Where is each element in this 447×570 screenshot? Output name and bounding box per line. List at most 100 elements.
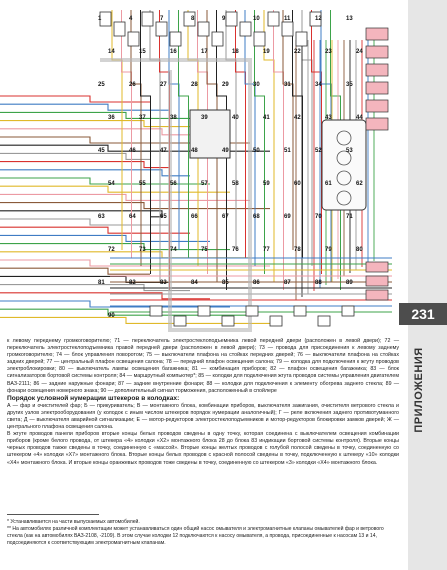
component-number: 42 <box>294 115 301 121</box>
component-number: 7 <box>160 16 164 22</box>
component-number: 85 <box>222 280 229 286</box>
component-number: 82 <box>129 280 136 286</box>
wire <box>130 10 142 266</box>
component-number: 86 <box>253 280 260 286</box>
wire <box>0 120 210 128</box>
connector-block <box>197 21 210 37</box>
component-number: 59 <box>263 181 270 187</box>
component-number: 66 <box>191 214 198 220</box>
rear-lamp <box>365 275 389 287</box>
wire <box>0 103 170 111</box>
connector-block <box>183 11 196 27</box>
component-number: 23 <box>325 49 332 55</box>
rear-lamp <box>365 261 389 273</box>
component <box>317 315 331 327</box>
component-number: 15 <box>139 49 146 55</box>
component-number: 50 <box>253 148 260 154</box>
component-number: 10 <box>253 16 260 22</box>
component-number: 4 <box>129 16 133 22</box>
wire <box>206 10 218 282</box>
component-number: 87 <box>284 280 291 286</box>
wire <box>235 10 246 258</box>
wire <box>0 267 150 275</box>
component-number: 38 <box>170 115 177 121</box>
wire <box>216 10 227 290</box>
component-number: 54 <box>108 181 115 187</box>
mounting-block <box>189 109 231 159</box>
component <box>221 315 235 327</box>
component-number: 64 <box>129 214 136 220</box>
component-number: 14 <box>108 49 115 55</box>
lamp-unit <box>365 27 389 41</box>
lamp-unit <box>365 45 389 59</box>
component-number: 12 <box>315 16 322 22</box>
component <box>245 305 259 317</box>
component-number: 25 <box>98 82 105 88</box>
connector-block <box>253 31 266 47</box>
component-number: 68 <box>253 214 260 220</box>
connector-block <box>155 21 168 37</box>
component-number: 55 <box>139 181 146 187</box>
harness-outline <box>100 58 252 332</box>
wire <box>0 193 250 201</box>
wire <box>0 316 270 324</box>
gauge <box>336 150 352 166</box>
lamp-unit <box>365 63 389 77</box>
section-title: ПРИЛОЖЕНИЯ <box>413 347 425 433</box>
component-number: 41 <box>263 115 270 121</box>
component-number: 19 <box>263 49 270 55</box>
component <box>173 315 187 327</box>
wire <box>0 292 210 300</box>
lamp-unit <box>365 81 389 95</box>
component-number: 88 <box>315 280 322 286</box>
component-number: 71 <box>346 214 353 220</box>
component <box>149 305 163 317</box>
component-number: 44 <box>356 115 363 121</box>
component-number: 30 <box>253 82 260 88</box>
component-number: 89 <box>346 280 353 286</box>
component-number: 84 <box>191 280 198 286</box>
component <box>269 315 283 327</box>
wire <box>0 218 170 226</box>
component-number: 9 <box>222 16 226 22</box>
connector-block <box>225 11 238 27</box>
body-text: к левому переднему громкоговорителю; 71 … <box>7 338 399 467</box>
rear-lamp <box>365 289 389 301</box>
wire <box>282 10 294 250</box>
component-number: 31 <box>284 82 291 88</box>
component-number: 53 <box>346 148 353 154</box>
component-number: 35 <box>346 82 353 88</box>
component-number: 26 <box>129 82 136 88</box>
component-number: 79 <box>325 247 332 253</box>
wire <box>0 202 270 210</box>
component-number: 29 <box>222 82 229 88</box>
wire <box>301 10 313 266</box>
connector-block <box>169 31 182 47</box>
component <box>293 305 307 317</box>
component-number: 27 <box>160 82 167 88</box>
component-number: 69 <box>284 214 291 220</box>
component-number: 47 <box>160 148 167 154</box>
component-number: 65 <box>160 214 167 220</box>
wire <box>0 169 190 177</box>
component-number: 60 <box>294 181 301 187</box>
wire <box>0 152 150 160</box>
component-number: 40 <box>232 115 239 121</box>
component-number: 62 <box>356 181 363 187</box>
connector-block <box>239 21 252 37</box>
page-number: 231 <box>399 303 447 325</box>
footnotes: * Устанавливается на части выпускаемых а… <box>7 519 399 547</box>
component-number: 18 <box>232 49 239 55</box>
component <box>197 305 211 317</box>
component-number: 8 <box>191 16 195 22</box>
component-number: 81 <box>98 280 105 286</box>
component-number: 78 <box>294 247 301 253</box>
wire <box>140 10 151 274</box>
component-number: 76 <box>232 247 239 253</box>
wire <box>0 243 230 251</box>
wire <box>0 308 250 316</box>
harness-paragraph: В жгуте проводов панели приборов вторые … <box>7 431 399 466</box>
component-number: 13 <box>346 16 353 22</box>
connector-block <box>141 11 154 27</box>
